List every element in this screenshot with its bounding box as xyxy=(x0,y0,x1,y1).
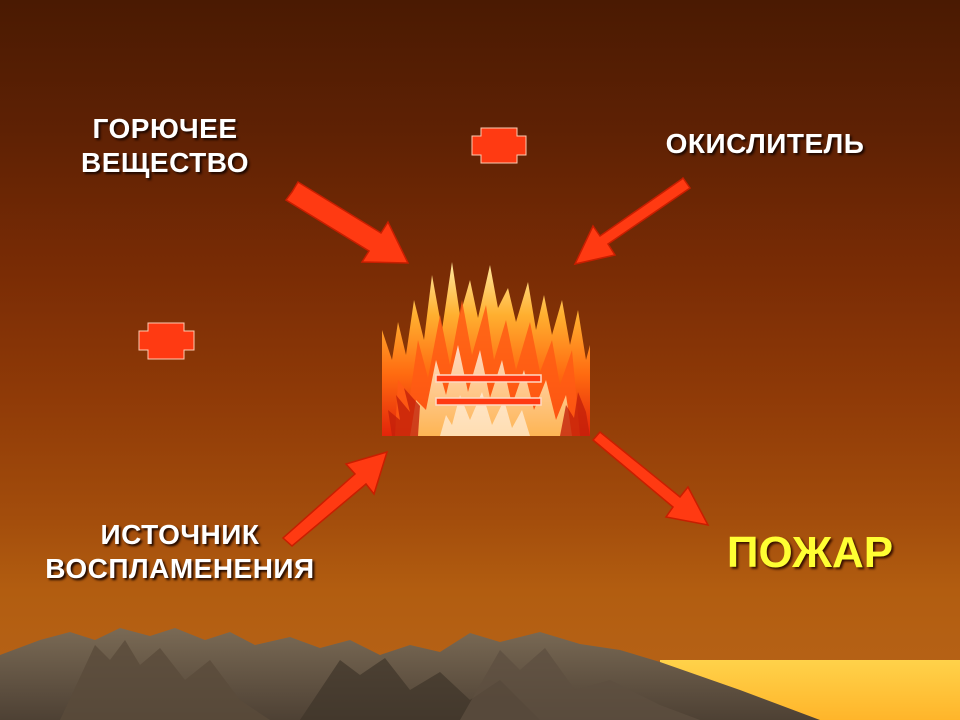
arrow-icon xyxy=(281,450,389,547)
fire-illustration xyxy=(382,262,590,436)
arrow-icon xyxy=(573,176,692,266)
arrow-icon xyxy=(284,180,410,264)
plus-icon xyxy=(138,322,195,360)
ignition-source-label: ИСТОЧНИК ВОСПЛАМЕНЕНИЯ xyxy=(20,518,340,586)
fuel-label-line1: ГОРЮЧЕЕ xyxy=(92,113,238,144)
arrow-icon xyxy=(591,430,710,527)
result-label: ПОЖАР xyxy=(726,528,894,577)
ignition-label-line2: ВОСПЛАМЕНЕНИЯ xyxy=(45,553,315,584)
oxidizer-label: ОКИСЛИТЕЛЬ xyxy=(640,127,890,161)
mountains-illustration xyxy=(0,628,820,720)
oxidizer-label-line1: ОКИСЛИТЕЛЬ xyxy=(665,128,865,159)
fuel-label-line2: ВЕЩЕСТВО xyxy=(80,147,250,178)
fuel-label: ГОРЮЧЕЕ ВЕЩЕСТВО xyxy=(40,112,290,180)
equals-icon xyxy=(435,374,542,406)
ignition-label-line1: ИСТОЧНИК xyxy=(100,519,260,550)
plus-icon xyxy=(471,127,527,164)
